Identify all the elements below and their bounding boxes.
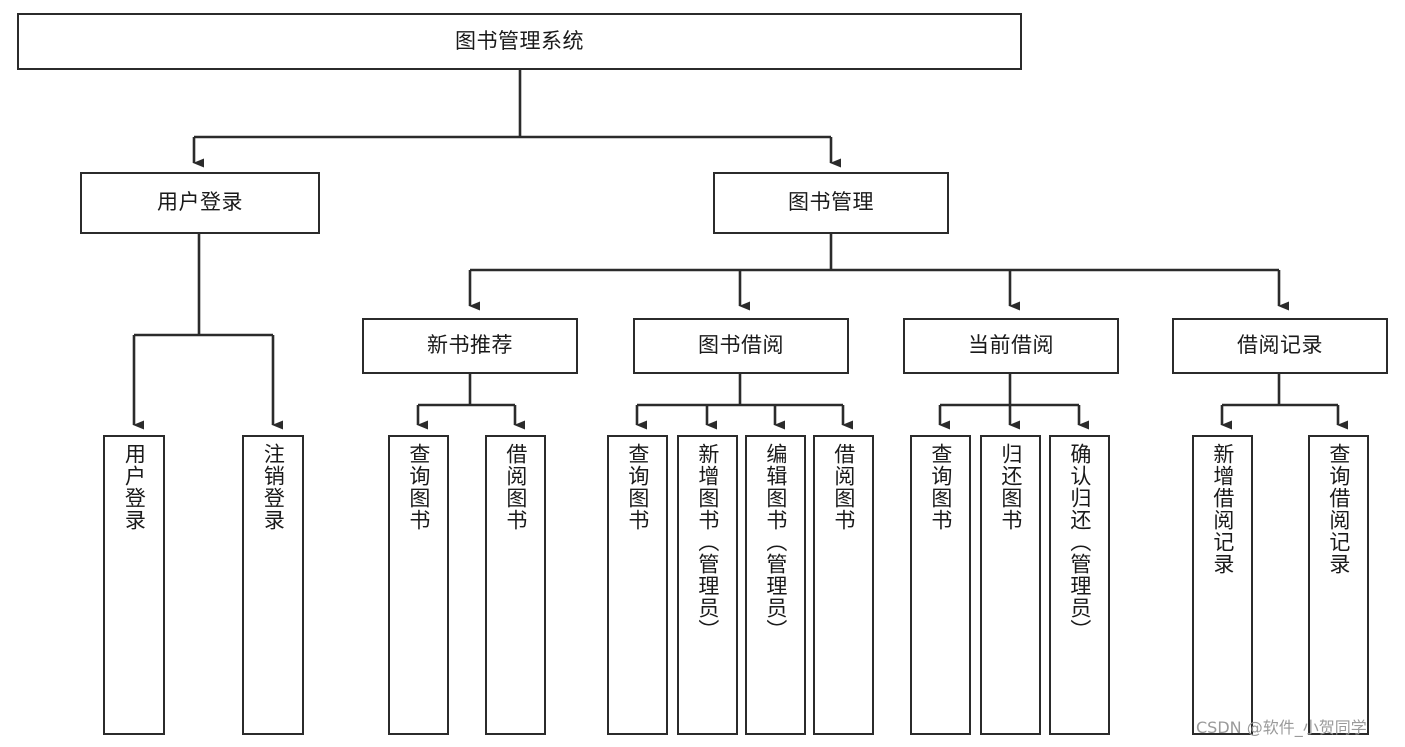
leaf-current-return-book[interactable]: 归还图书 [980,435,1041,735]
node-label: 注销登录 [261,443,286,531]
node-label: 查询图书 [625,443,650,531]
leaf-borrow-borrow-book[interactable]: 借阅图书 [813,435,874,735]
node-label: 查询图书 [928,443,953,531]
node-label: 新增图书（管理员） [695,443,720,641]
leaf-record-query-borrow-record[interactable]: 查询借阅记录 [1308,435,1369,735]
node-book-borrow[interactable]: 图书借阅 [633,318,849,374]
node-label: 查询借阅记录 [1326,443,1351,575]
node-label: 借阅图书 [831,443,856,531]
leaf-user-logout[interactable]: 注销登录 [242,435,304,735]
leaf-current-query-book[interactable]: 查询图书 [910,435,971,735]
leaf-current-confirm-return-admin[interactable]: 确认归还（管理员） [1049,435,1110,735]
node-label: 借阅图书 [503,443,528,531]
node-label: 借阅记录 [1237,333,1323,358]
leaf-recommend-borrow-book[interactable]: 借阅图书 [485,435,546,735]
leaf-borrow-query-book[interactable]: 查询图书 [607,435,668,735]
node-label: 图书管理 [788,190,874,215]
node-root-book-management-system[interactable]: 图书管理系统 [17,13,1022,70]
node-label: 编辑图书（管理员） [763,443,788,641]
node-label: 新增借阅记录 [1210,443,1235,575]
node-label: 图书借阅 [698,333,784,358]
leaf-record-add-borrow-record[interactable]: 新增借阅记录 [1192,435,1253,735]
leaf-user-login[interactable]: 用户登录 [103,435,165,735]
node-label: 确认归还（管理员） [1067,443,1092,641]
node-label: 用户登录 [157,190,243,215]
node-label: 用户登录 [122,443,147,531]
node-new-book-recommend[interactable]: 新书推荐 [362,318,578,374]
node-label: 当前借阅 [968,333,1054,358]
node-current-borrow[interactable]: 当前借阅 [903,318,1119,374]
leaf-recommend-query-book[interactable]: 查询图书 [388,435,449,735]
csdn-watermark: CSDN @软件_小贺同学 [1196,718,1367,737]
node-label: 新书推荐 [427,333,513,358]
node-book-management[interactable]: 图书管理 [713,172,949,234]
node-label: 图书管理系统 [455,28,584,53]
leaf-borrow-add-book-admin[interactable]: 新增图书（管理员） [677,435,738,735]
node-borrow-record[interactable]: 借阅记录 [1172,318,1388,374]
leaf-borrow-edit-book-admin[interactable]: 编辑图书（管理员） [745,435,806,735]
node-user-login[interactable]: 用户登录 [80,172,320,234]
node-label: 查询图书 [406,443,431,531]
node-label: 归还图书 [998,443,1023,531]
